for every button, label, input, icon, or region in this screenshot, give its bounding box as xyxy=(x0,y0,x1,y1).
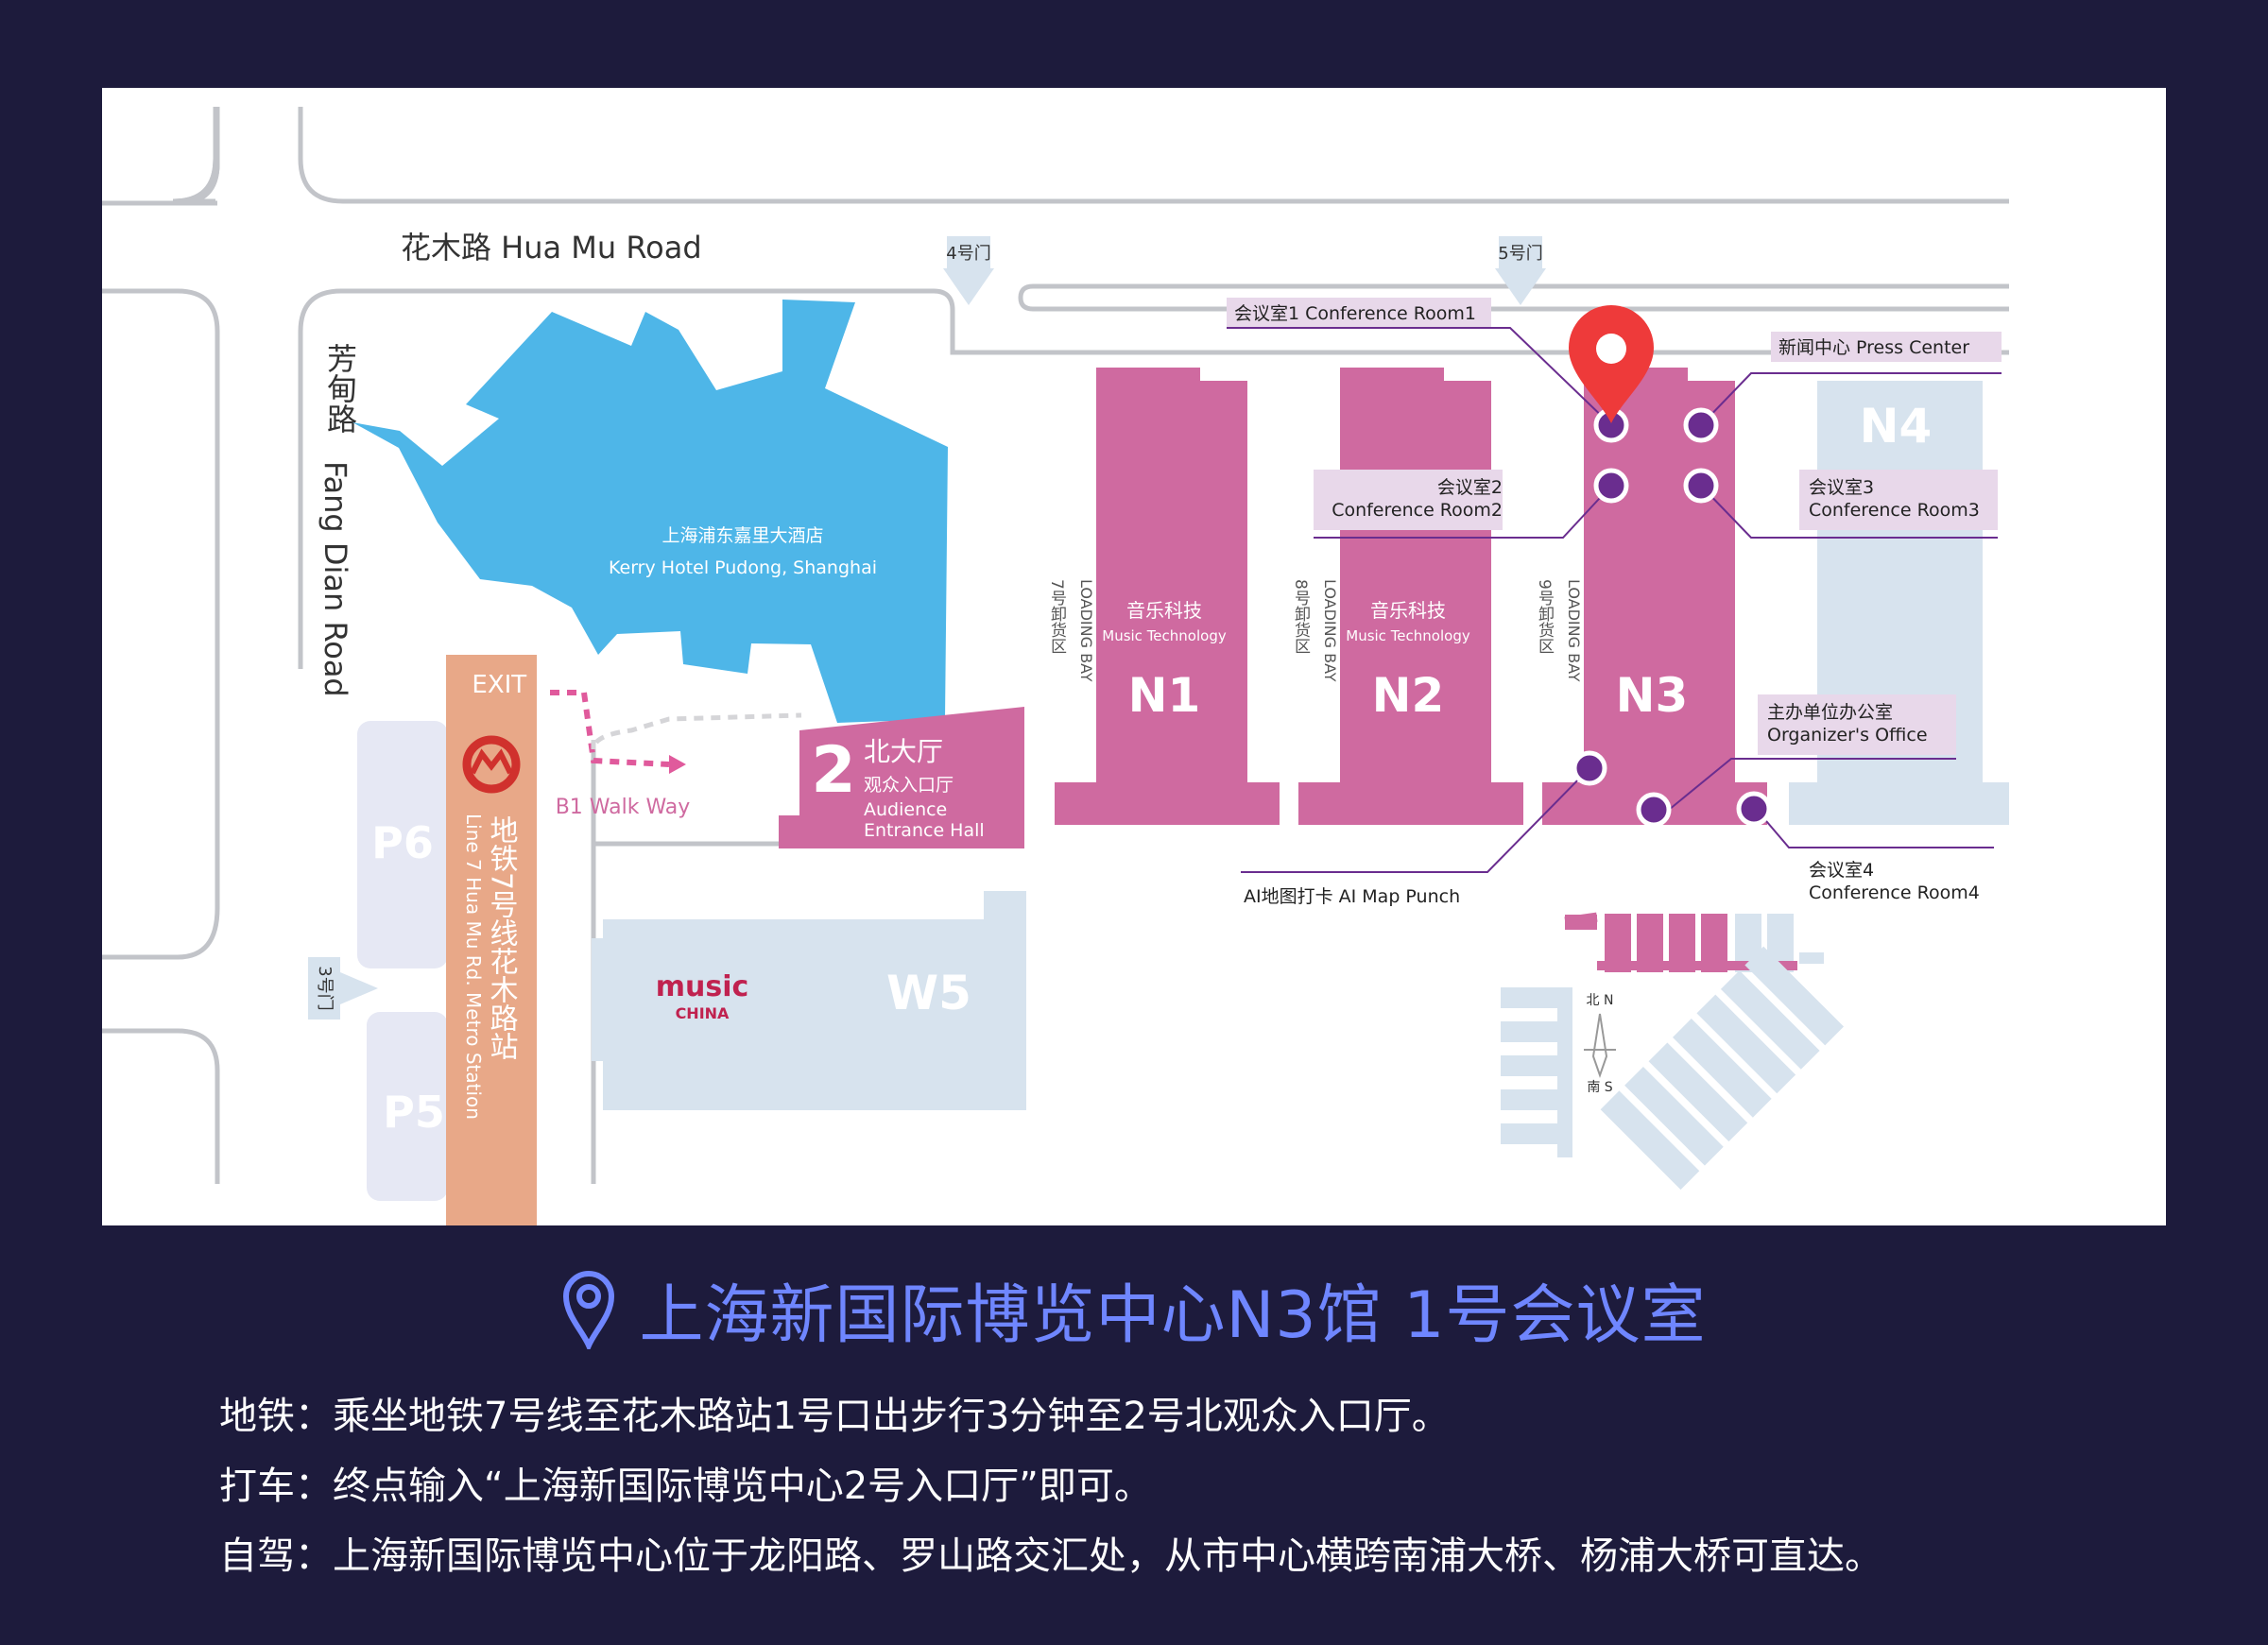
gate-4-label: 4号门 xyxy=(946,244,990,264)
room2-callout xyxy=(1314,470,1503,530)
road-lines xyxy=(102,107,2009,1184)
directions-list: 地铁：乘坐地铁7号线至花木路站1号口出步行3分钟至2号北观众入口厅。 打车：终点… xyxy=(219,1381,2185,1591)
hall-n2-en: Music Technology xyxy=(1346,627,1470,644)
loading-bay-9-en: LOADING BAY xyxy=(1565,579,1583,682)
room-dot-press[interactable] xyxy=(1683,407,1719,443)
hall-n2-cn: 音乐科技 xyxy=(1370,599,1446,622)
gate-3-label: 3号门 xyxy=(315,966,335,1010)
room1-label: 会议室1 Conference Room1 xyxy=(1234,303,1476,324)
room-dot-room4[interactable] xyxy=(1736,791,1772,827)
loading-bay-7-en: LOADING BAY xyxy=(1077,579,1095,682)
hall-w5-label: W5 xyxy=(886,966,971,1020)
room-dot-room3[interactable] xyxy=(1683,468,1719,504)
loading-bay-8-cn: 8号卸货区 xyxy=(1291,579,1311,654)
hotel-en-label: Kerry Hotel Pudong, Shanghai xyxy=(609,557,877,578)
venue-map: 4号门 5号门 3号门 花木路 Hua Mu Road 芳甸路 Fang Dia… xyxy=(102,88,2166,1225)
venue-title-text: 上海新国际博览中心N3馆 1号会议室 xyxy=(639,1277,1707,1353)
gate-5-marker: 5号门 xyxy=(1495,236,1546,305)
hotel-cn-label: 上海浦东嘉里大酒店 xyxy=(662,525,823,546)
location-pin-icon xyxy=(1569,305,1654,423)
hall-n4-label: N4 xyxy=(1860,399,1933,454)
hall-n1-en: Music Technology xyxy=(1102,627,1227,644)
gate-3-marker: 3号门 xyxy=(308,957,378,1020)
north-entrance-hall xyxy=(779,707,1024,848)
metro-station-column xyxy=(446,655,537,1225)
compass-north-label: 北 N xyxy=(1587,993,1614,1008)
gate-5-label: 5号门 xyxy=(1498,244,1542,264)
hall-n1-cn: 音乐科技 xyxy=(1126,599,1202,622)
hall-n3-label: N3 xyxy=(1616,668,1689,723)
press-center-label: 新闻中心 Press Center xyxy=(1778,337,1969,358)
room3-cn-label: 会议室3 xyxy=(1809,477,1874,498)
press-center-callout xyxy=(1771,332,2002,362)
loading-bay-7-cn: 7号卸货区 xyxy=(1047,579,1067,654)
exhibition-complex-south xyxy=(1501,912,1845,1191)
room1-callout xyxy=(1227,298,1491,328)
directions-drive: 自驾：上海新国际博览中心位于龙阳路、罗山路交汇处，从市中心横跨南浦大桥、杨浦大桥… xyxy=(219,1534,1882,1578)
location-pin-icon xyxy=(563,1271,615,1349)
north-hall-en1: Audience xyxy=(864,799,947,820)
room3-en-label: Conference Room3 xyxy=(1809,500,1980,521)
hall-w5 xyxy=(592,891,1026,1110)
parking-p5-label: P5 xyxy=(383,1087,445,1138)
parking-p6-label: P6 xyxy=(371,817,434,868)
loading-bay-8: 8号卸货区 LOADING BAY xyxy=(1291,579,1339,682)
music-china-logo-line2: CHINA xyxy=(676,1004,730,1022)
north-hall-cn2: 观众入口厅 xyxy=(864,775,954,796)
metro-logo-icon xyxy=(462,735,521,794)
directions-taxi: 打车：终点输入“上海新国际博览中心2号入口厅”即可。 xyxy=(219,1465,1152,1508)
room4-cn-label: 会议室4 xyxy=(1809,860,1874,881)
kerry-hotel-building xyxy=(352,300,948,723)
callout-leader-lines xyxy=(1227,327,2002,873)
huamu-road-label: 花木路 Hua Mu Road xyxy=(401,230,702,266)
directions-metro: 地铁：乘坐地铁7号线至花木路站1号口出步行3分钟至2号北观众入口厅。 xyxy=(219,1395,1450,1438)
room2-en-label: Conference Room2 xyxy=(1332,500,1503,521)
organizer-cn-label: 主办单位办公室 xyxy=(1767,702,1893,723)
loading-bay-9-cn: 9号卸货区 xyxy=(1535,579,1555,654)
loading-bay-9: 9号卸货区 LOADING BAY xyxy=(1535,579,1583,682)
fangdian-road-cn-label: 芳甸路 xyxy=(322,343,358,434)
room-dot-organizer[interactable] xyxy=(1636,792,1672,828)
map-drawing: 4号门 5号门 3号门 花木路 Hua Mu Road 芳甸路 Fang Dia… xyxy=(102,107,2009,1225)
room4-en-label: Conference Room4 xyxy=(1809,882,1980,903)
room-dot-ai-punch[interactable] xyxy=(1572,750,1607,786)
north-hall-en2: Entrance Hall xyxy=(864,820,985,841)
room-dots xyxy=(1572,407,1772,828)
north-hall-number: 2 xyxy=(811,733,855,808)
hall-n1 xyxy=(1055,368,1280,825)
hall-n2-label: N2 xyxy=(1372,668,1445,723)
walkway-label: B1 Walk Way xyxy=(556,796,691,819)
ai-punch-label: AI地图打卡 AI Map Punch xyxy=(1244,886,1460,907)
organizer-en-label: Organizer's Office xyxy=(1767,725,1928,745)
music-china-logo-line1: music xyxy=(656,970,749,1003)
loading-bay-7: 7号卸货区 LOADING BAY xyxy=(1047,579,1095,682)
room2-cn-label: 会议室2 xyxy=(1437,477,1503,498)
fangdian-road-en-label: Fang Dian Road xyxy=(318,461,353,697)
metro-en-label: Line 7 Hua Mu Rd. Metro Station xyxy=(462,814,485,1120)
organizer-callout xyxy=(1758,694,1956,755)
room-dot-room2[interactable] xyxy=(1593,468,1629,504)
north-hall-cn1: 北大厅 xyxy=(864,736,943,767)
gate-4-marker: 4号门 xyxy=(943,236,994,305)
compass-south-label: 南 S xyxy=(1587,1080,1612,1095)
compass-icon xyxy=(1584,1013,1616,1079)
room3-callout xyxy=(1799,470,1998,530)
parking-p6 xyxy=(357,721,448,968)
b1-walkway-path xyxy=(550,690,802,774)
parking-p5 xyxy=(367,1012,448,1201)
loading-bay-8-en: LOADING BAY xyxy=(1321,579,1339,682)
metro-cn-label: 地铁7号线花木路站 xyxy=(485,815,519,1060)
hall-n1-label: N1 xyxy=(1128,668,1201,723)
venue-title: 上海新国际博览中心N3馆 1号会议室 xyxy=(0,1257,2268,1361)
exit-1-label: EXIT 1 xyxy=(472,671,550,699)
